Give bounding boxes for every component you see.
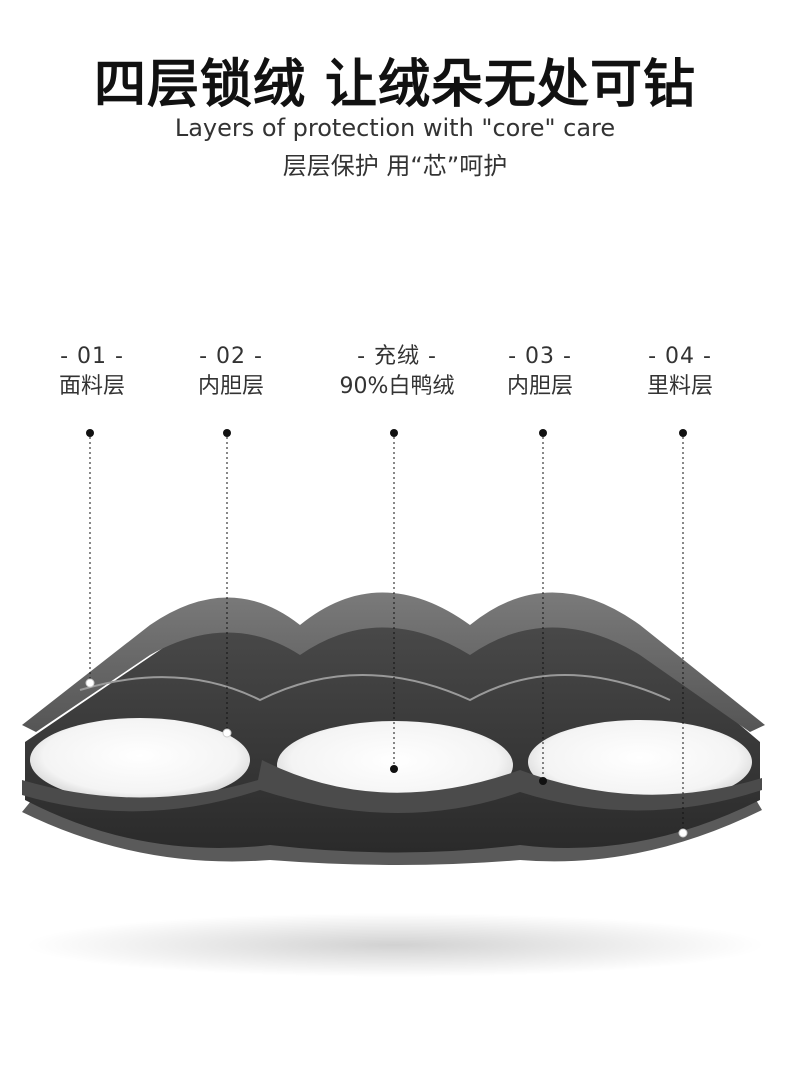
- label-name: 内胆层: [506, 374, 573, 399]
- leader-line-01: [85, 429, 95, 688]
- label-number: - 02 -: [199, 344, 263, 369]
- outer-fabric-shape: [22, 592, 765, 732]
- label-layer-01: - 01 - 面料层: [12, 342, 172, 402]
- label-number: - 04 -: [648, 344, 712, 369]
- label-name: 面料层: [58, 374, 125, 399]
- label-number: - 充绒 -: [357, 344, 437, 369]
- leader-line-02: [222, 429, 232, 738]
- label-layer-03: - 03 - 内胆层: [460, 342, 620, 402]
- subtitle-chinese: 层层保护 用“芯”呵护: [282, 152, 508, 180]
- page-title: 四层锁绒 让绒朵无处可钻: [93, 55, 697, 115]
- label-layer-04: - 04 - 里料层: [600, 342, 760, 402]
- ground-shadow: [25, 913, 765, 977]
- fabric-highlight-line: [79, 674, 671, 702]
- label-name: 90%白鸭绒: [339, 374, 455, 399]
- leader-line-04: [678, 429, 688, 838]
- lower-band-shape: [22, 760, 762, 814]
- down-puff-right: [528, 720, 752, 804]
- label-layer-02: - 02 - 内胆层: [151, 342, 311, 402]
- leader-line-03: [539, 429, 547, 785]
- down-puff-left: [30, 718, 250, 802]
- label-down-fill: - 充绒 - 90%白鸭绒: [317, 342, 477, 402]
- label-name: 内胆层: [197, 374, 264, 399]
- label-name: 里料层: [646, 374, 713, 399]
- leader-line-fill: [390, 429, 398, 773]
- subtitle-english: Layers of protection with "core" care: [174, 114, 616, 142]
- label-number: - 03 -: [508, 344, 572, 369]
- label-number: - 01 -: [60, 344, 124, 369]
